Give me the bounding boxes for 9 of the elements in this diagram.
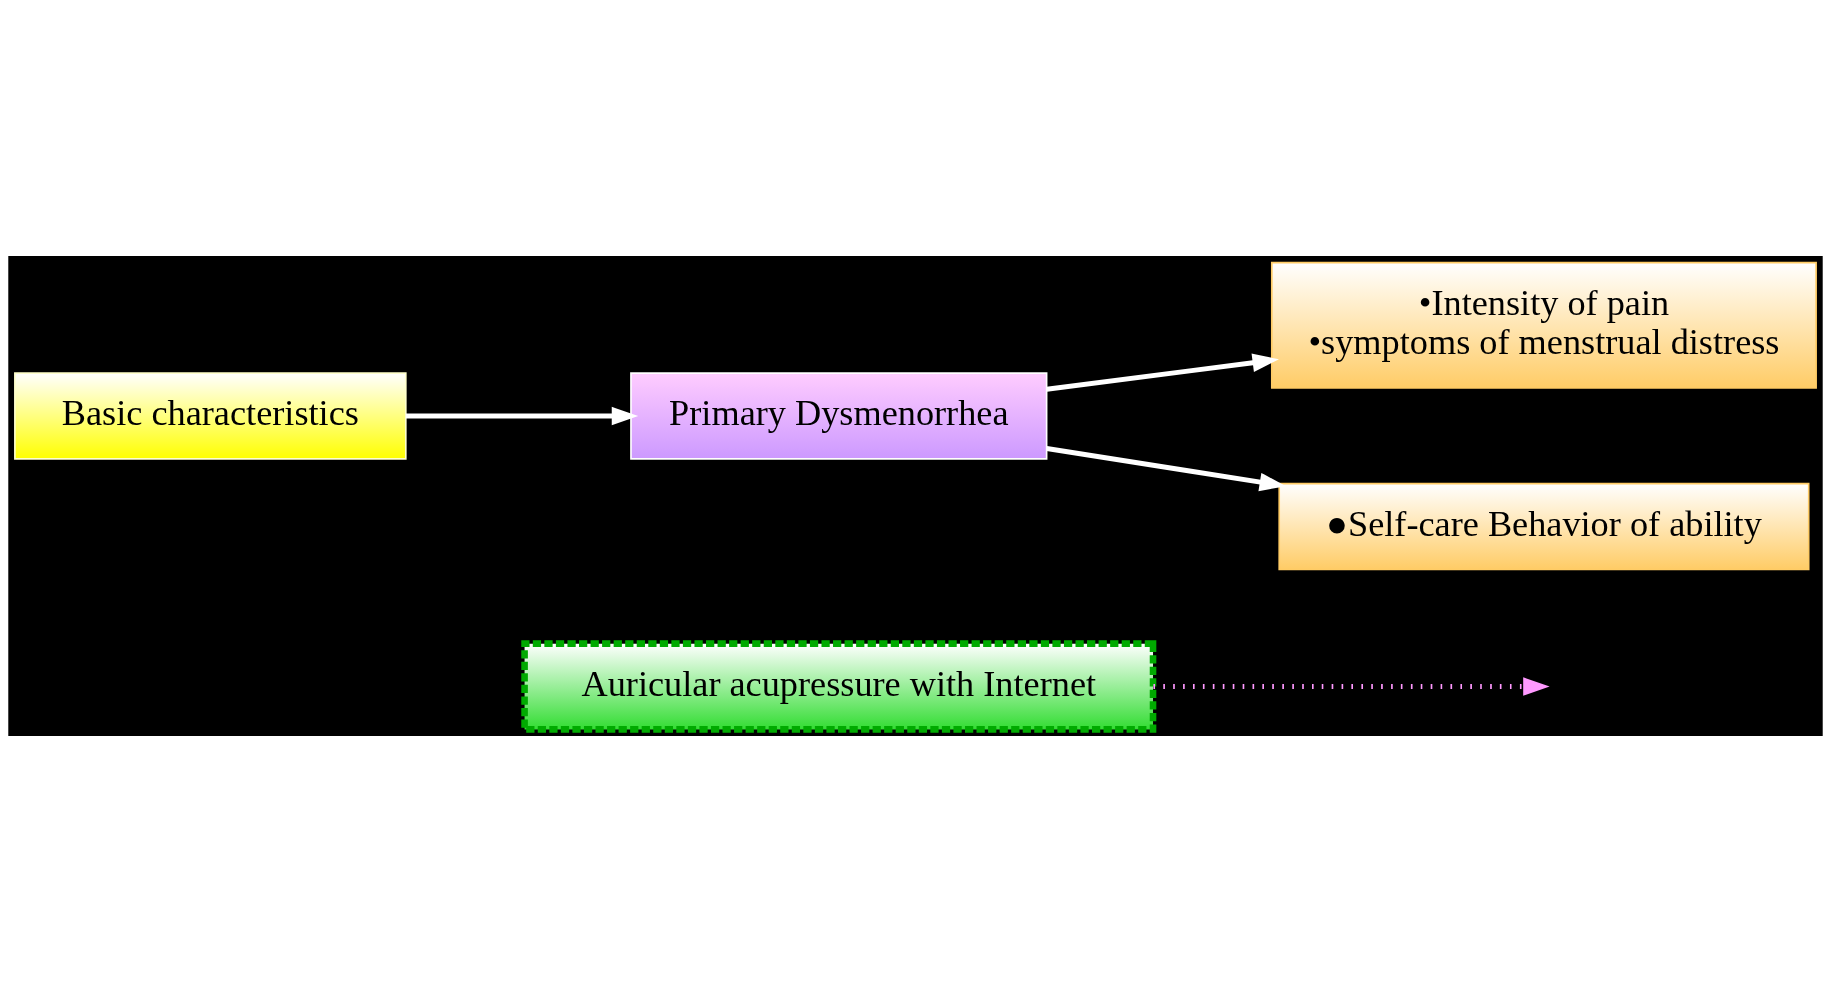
arrow — [1046, 353, 1279, 392]
node-box: Auricular acupressure with Internet — [521, 640, 1157, 733]
arrow — [1153, 677, 1550, 696]
node-box: ●Self-care Behavior of ability — [1278, 482, 1810, 571]
node-box: Primary Dysmenorrhea — [630, 372, 1048, 460]
node-box: •Intensity of pain •symptoms of menstrual distress — [1270, 261, 1817, 389]
node-box: Basic characteristics — [14, 372, 407, 460]
arrow — [1046, 446, 1287, 492]
arrow — [405, 406, 639, 426]
